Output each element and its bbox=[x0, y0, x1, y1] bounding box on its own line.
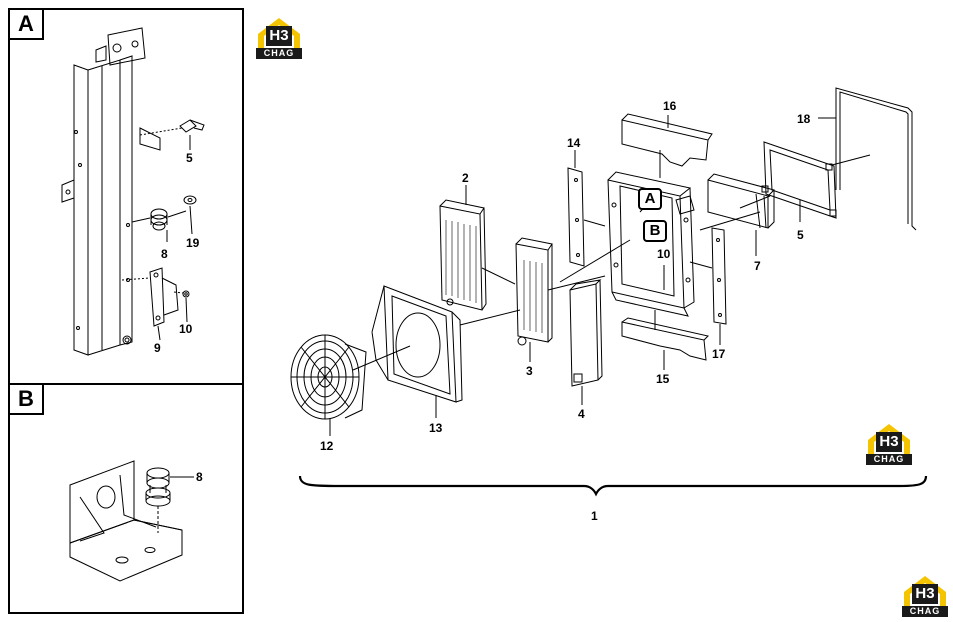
part-label-5: 5 bbox=[797, 228, 804, 242]
inset-a-label-10: 10 bbox=[179, 322, 193, 336]
part-label-14: 14 bbox=[567, 136, 581, 150]
inset-a-drawing bbox=[61, 27, 205, 356]
inset-a-label-8: 8 bbox=[161, 247, 168, 261]
inset-a-label-5: 5 bbox=[186, 151, 193, 165]
logo-mark: H3 bbox=[266, 26, 292, 46]
part-label-7: 7 bbox=[754, 259, 761, 273]
inset-b-drawing bbox=[69, 460, 194, 582]
part-label-13: 13 bbox=[429, 421, 443, 435]
part-label-1: 1 bbox=[591, 509, 598, 523]
part-label-18: 18 bbox=[797, 112, 811, 126]
inset-a-panel: A bbox=[8, 8, 244, 385]
inset-b-panel: B 8 bbox=[8, 383, 244, 614]
logo-plate: CHAG bbox=[902, 606, 948, 617]
part-label-15: 15 bbox=[656, 372, 670, 386]
logo-plate: CHAG bbox=[256, 48, 302, 59]
part-label-16: 16 bbox=[663, 99, 677, 113]
logo-plate: CHAG bbox=[866, 454, 912, 465]
callout-a[interactable]: A bbox=[638, 188, 662, 210]
inset-a-tag: A bbox=[10, 10, 44, 40]
part-label-2: 2 bbox=[462, 171, 469, 185]
inset-a-label-19: 19 bbox=[186, 236, 200, 250]
brand-logo-top: H3 CHAG bbox=[254, 14, 304, 62]
inset-b-tag: B bbox=[10, 385, 44, 415]
part-label-4: 4 bbox=[578, 407, 585, 421]
logo-mark: H3 bbox=[876, 432, 902, 452]
part-label-17: 17 bbox=[712, 347, 726, 361]
inset-a-label-9: 9 bbox=[154, 341, 161, 355]
logo-mark: H3 bbox=[912, 584, 938, 604]
part-label-3: 3 bbox=[526, 364, 533, 378]
callout-b[interactable]: B bbox=[643, 220, 667, 242]
brand-logo-middle: H3 CHAG bbox=[864, 420, 914, 468]
brand-logo-bottom: H3 CHAG bbox=[900, 572, 950, 620]
part-label-12: 12 bbox=[320, 439, 334, 453]
inset-b-label-8: 8 bbox=[196, 470, 203, 484]
part-label-10: 10 bbox=[657, 247, 671, 261]
